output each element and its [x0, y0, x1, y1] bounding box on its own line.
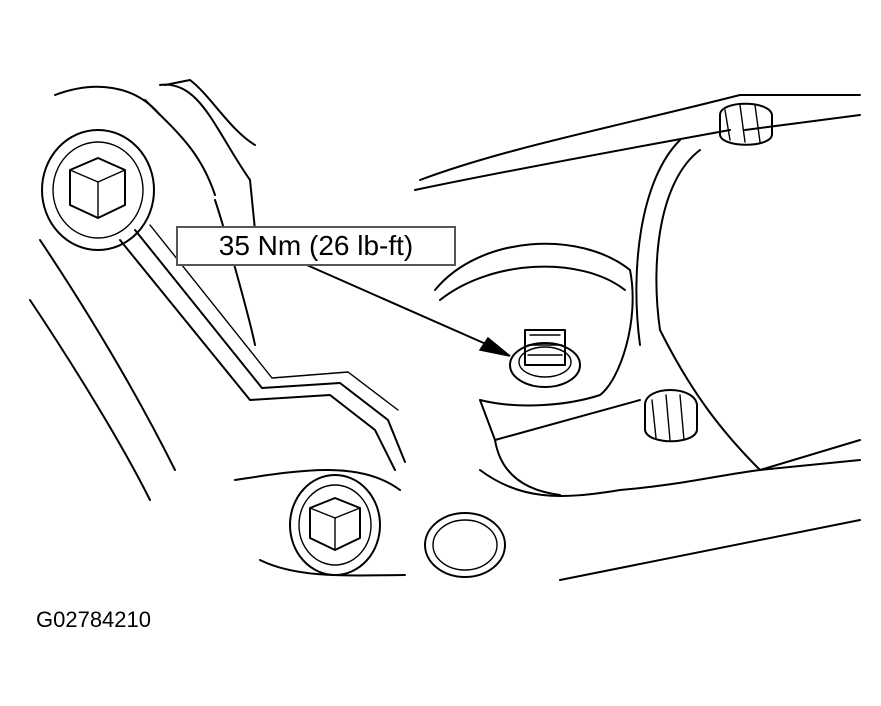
upper-right-stud [719, 102, 773, 146]
bolt-recess [434, 242, 641, 496]
o-ring [424, 512, 506, 578]
lower-right-stud [644, 389, 698, 443]
right-housing [414, 94, 861, 581]
upper-left-hex-bolt [41, 129, 155, 251]
leader-arrow [299, 261, 511, 357]
lower-hex-bolt [289, 474, 381, 576]
torque-value-label: 35 Nm (26 lb-ft) [218, 230, 414, 261]
left-bracket-arm [29, 79, 406, 577]
torque-callout: 35 Nm (26 lb-ft) [176, 226, 456, 266]
figure-id: G02784210 [36, 607, 151, 632]
central-flanged-bolt [509, 329, 581, 388]
